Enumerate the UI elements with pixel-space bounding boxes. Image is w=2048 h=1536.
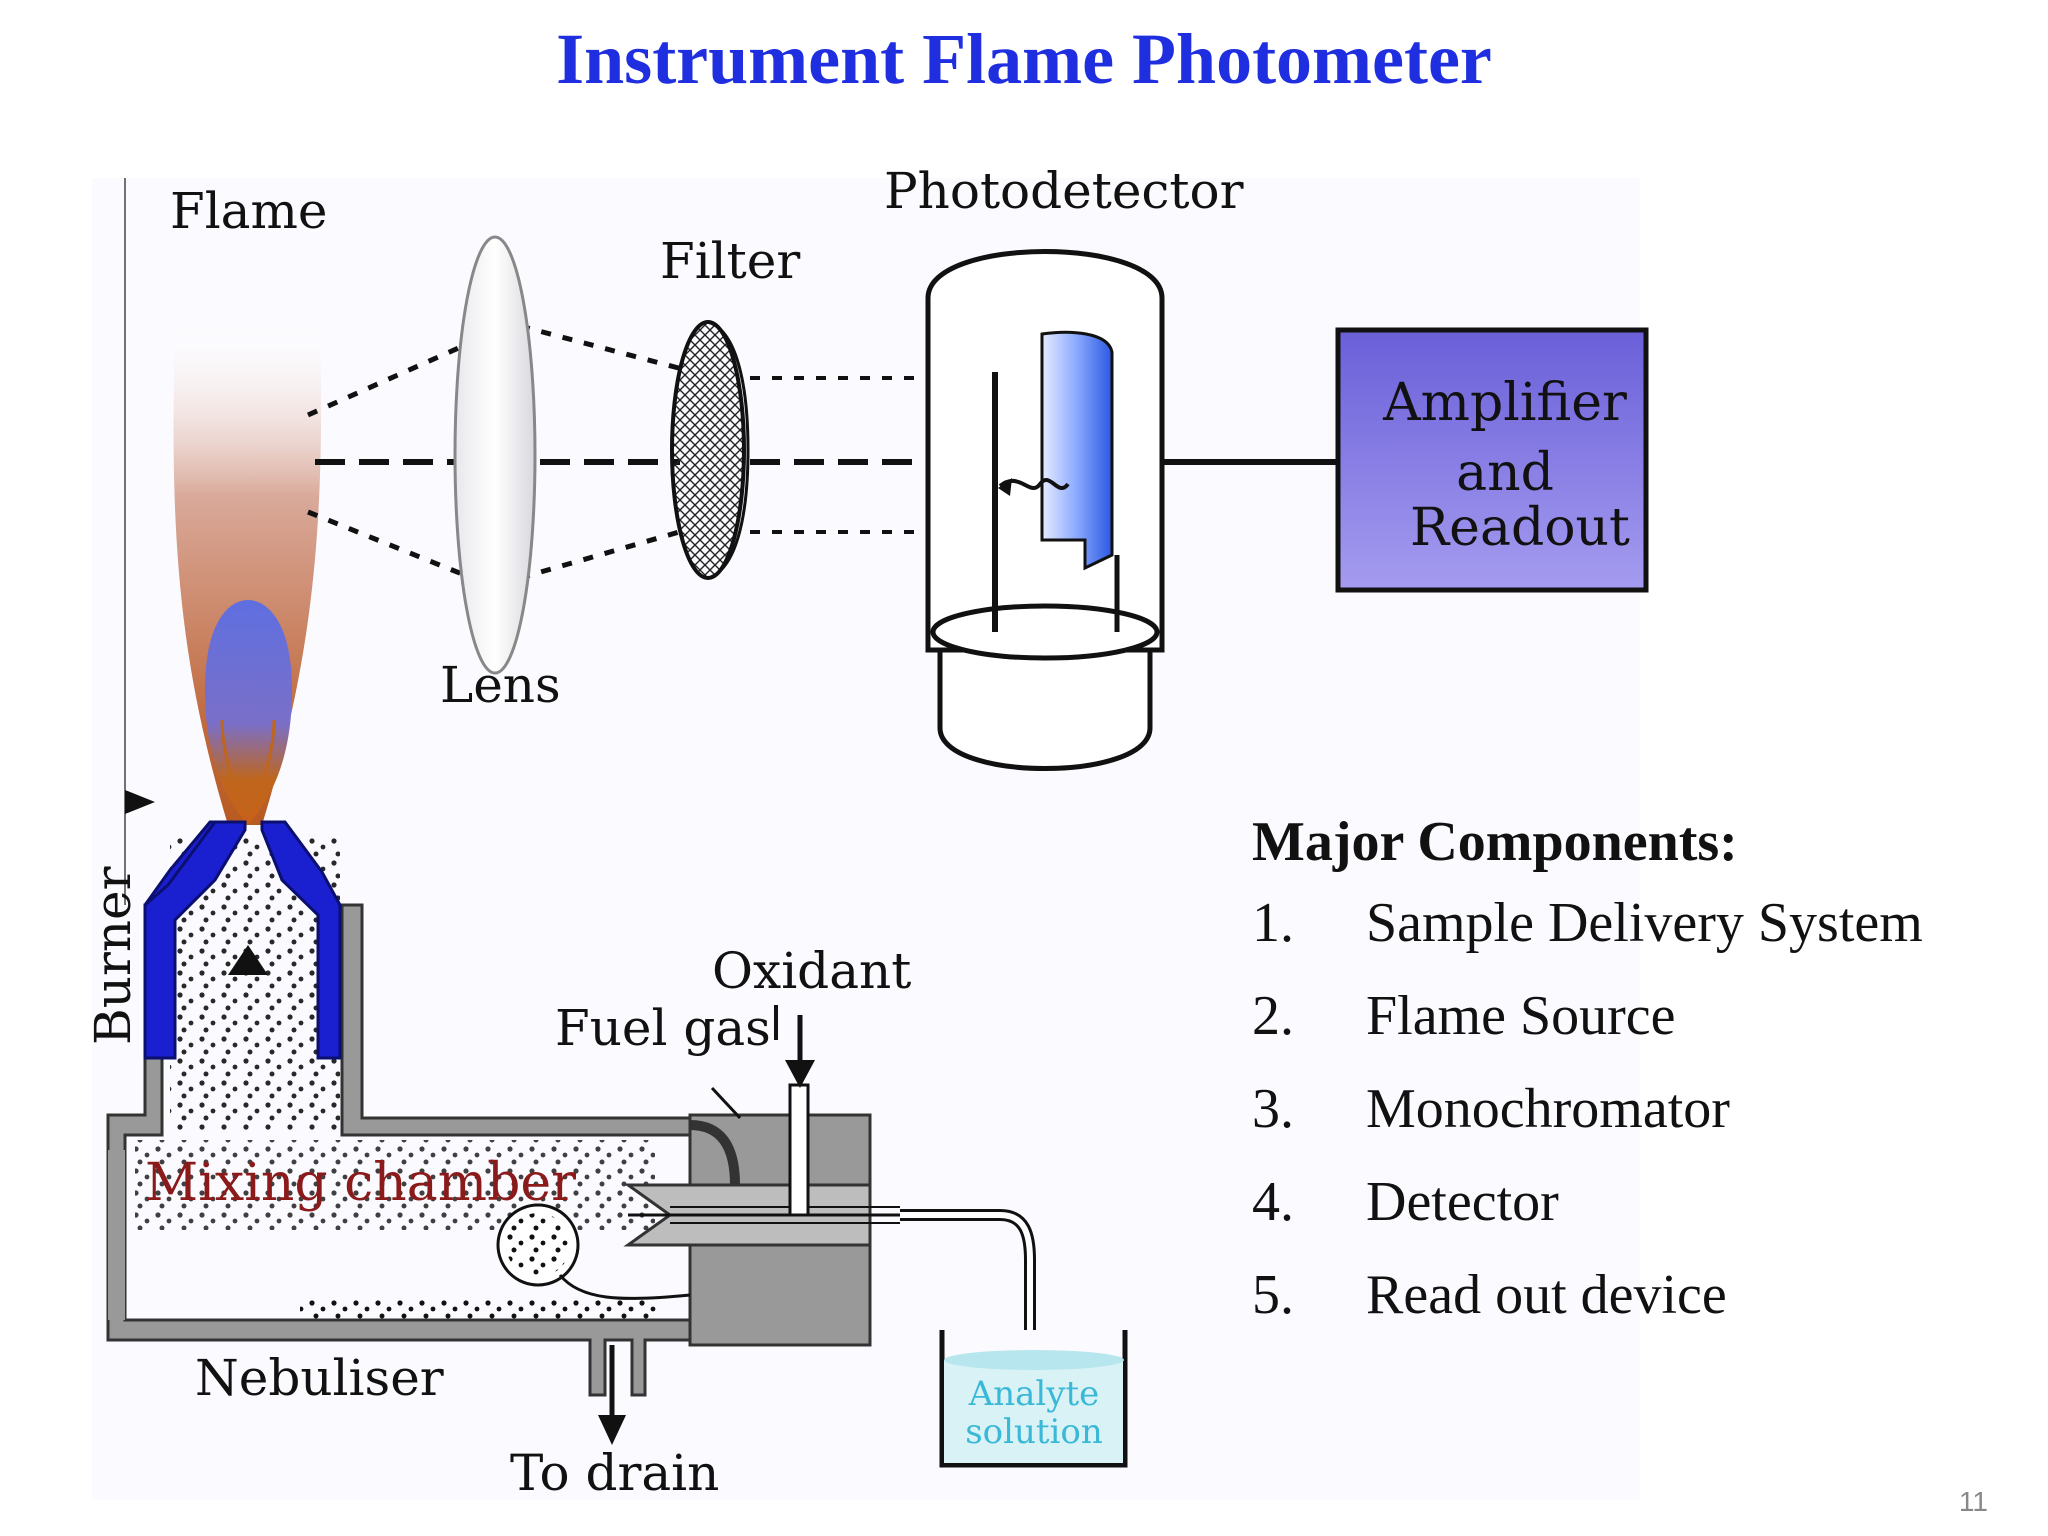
list-item-number: 2. (1252, 985, 1294, 1047)
burner-pointer-icon (125, 790, 155, 814)
amplifier-label-line2: and (1456, 443, 1554, 503)
list-item: 4. Detector (1252, 1171, 2012, 1264)
analyte-label-line2: solution (965, 1412, 1103, 1452)
list-item-number: 5. (1252, 1264, 1294, 1326)
nebuliser-label: Nebuliser (195, 1349, 444, 1407)
list-item-number: 3. (1252, 1078, 1294, 1140)
flame-label: Flame (170, 182, 328, 240)
fuel-gas-label: Fuel gas (555, 999, 771, 1057)
list-item-text: Sample Delivery System (1366, 892, 1923, 954)
lens (453, 235, 537, 675)
list-item-number: 1. (1252, 892, 1294, 954)
flow-up-arrow (228, 945, 268, 975)
slide-title: Instrument Flame Photometer (556, 19, 1492, 99)
list-item-text: Read out device (1366, 1264, 1727, 1326)
mixing-chamber-label: Mixing chamber (145, 1153, 576, 1213)
page-number: 11 (1958, 1486, 1988, 1517)
flame (173, 320, 322, 825)
to-drain-label: To drain (510, 1444, 719, 1502)
filter-label: Filter (660, 232, 800, 290)
major-components-list: Major Components: 1. Sample Delivery Sys… (1252, 810, 2012, 1357)
amplifier-label-line3: Readout (1410, 498, 1630, 558)
burner-assembly (106, 820, 1036, 1445)
analyte-beaker (939, 1330, 1128, 1468)
list-item-number: 4. (1252, 1171, 1294, 1233)
analyte-label-line1: Analyte (968, 1374, 1100, 1414)
burner-label: Burner (84, 866, 142, 1045)
filter (670, 320, 746, 580)
list-item-text: Monochromator (1366, 1078, 1730, 1140)
list-item: 2. Flame Source (1252, 985, 2012, 1078)
photodetector-label: Photodetector (884, 162, 1244, 220)
photodetector-tube (925, 249, 1165, 771)
photocathode (1040, 330, 1114, 571)
lens-label: Lens (440, 656, 561, 714)
list-item: 5. Read out device (1252, 1264, 2012, 1357)
amplifier-readout-box (1335, 327, 1649, 593)
list-item-text: Detector (1366, 1171, 1559, 1233)
amplifier-label-line1: Amplifier (1382, 373, 1627, 433)
components-heading: Major Components: (1252, 811, 1738, 873)
list-item: 3. Monochromator (1252, 1078, 2012, 1171)
oxidant-label: Oxidant (712, 942, 911, 1000)
list-item-text: Flame Source (1366, 985, 1676, 1047)
list-item: 1. Sample Delivery System (1252, 892, 2012, 985)
